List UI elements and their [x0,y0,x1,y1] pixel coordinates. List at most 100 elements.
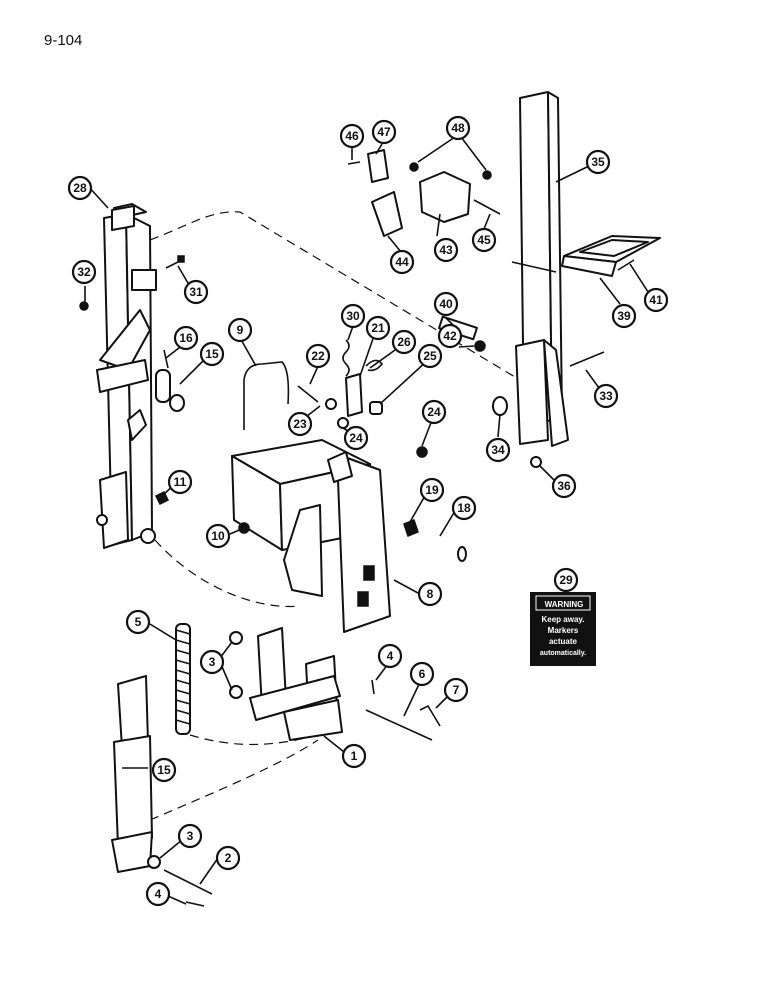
part-44-sleeve [371,191,403,237]
part-32-nut [79,301,89,311]
part-46-screw [347,161,361,165]
svg-text:1: 1 [351,749,358,763]
part-31-bolt [165,255,185,269]
svg-text:26: 26 [397,335,411,349]
svg-text:33: 33 [599,389,613,403]
callout-25: 25 [417,343,443,369]
part-19-collar [403,519,419,537]
svg-text:40: 40 [439,297,453,311]
part-39-handle [561,235,661,277]
svg-text:15: 15 [205,347,219,361]
part-18-pin [419,532,467,562]
svg-text:24: 24 [349,431,363,445]
part-8-bracket [231,439,391,633]
callouts: 28 32 31 16 15 9 22 23 30 21 26 25 24 26… [67,115,669,907]
svg-text:48: 48 [451,121,465,135]
svg-text:24: 24 [427,405,441,419]
part-48-nut-a [409,162,419,172]
part-3-washer-upper-a [229,631,243,645]
part-3-washer-lower [147,855,161,869]
warning-decal-line-1: Keep away. [542,615,585,624]
part-25-spacer [369,401,383,415]
part-43-bracket [419,171,471,223]
callout-19: 19 [419,477,445,503]
callout-42: 42 [437,323,463,349]
callout-5: 5 [125,609,151,635]
svg-text:7: 7 [453,683,460,697]
part-34-bushing [492,396,508,416]
svg-text:11: 11 [174,475,187,489]
callout-2: 2 [215,845,241,871]
callout-44: 44 [389,249,415,275]
part-2-pin [163,869,213,895]
callout-17: 16 [173,325,199,351]
svg-text:36: 36 [557,479,571,493]
part-1-clevis [249,627,343,741]
callout-35: 35 [585,149,611,175]
callout-16: 15 [199,341,225,367]
svg-text:4: 4 [387,649,394,663]
callout-30: 30 [340,303,366,329]
svg-text:22: 22 [311,349,325,363]
callout-9: 9 [227,317,253,343]
part-30-chain [342,339,350,377]
callout-29: 29 [553,567,579,593]
svg-text:21: 21 [371,321,385,335]
part-28-post [96,203,157,549]
callout-39: 39 [611,303,637,329]
part-16-pin [155,369,185,412]
warning-decal-line-2: Markers [548,626,579,635]
callout-26: 26 [391,329,417,355]
part-3-washer-upper-b [229,685,243,699]
callout-33: 33 [593,383,619,409]
part-26-clip [365,359,384,372]
svg-text:5: 5 [135,615,142,629]
warning-decal-line-4: automatically. [540,650,586,657]
svg-text:16: 16 [179,331,193,345]
callout-21: 22 [305,343,331,369]
svg-text:25: 25 [423,349,437,363]
svg-text:4: 4 [155,887,162,901]
part-6-pin [365,709,433,741]
svg-text:18: 18 [457,501,471,515]
callout-1: 1 [341,743,367,769]
svg-text:43: 43 [439,243,453,257]
callout-6: 6 [409,661,435,687]
svg-text:46: 46 [345,129,359,143]
callout-10: 10 [205,523,231,549]
callout-32: 32 [71,259,97,285]
svg-text:3: 3 [209,655,216,669]
part-33-bolt [569,351,605,367]
callout-34: 34 [485,437,511,463]
callout-31: 31 [183,279,209,305]
part-9-u-bolt [243,361,290,430]
svg-text:31: 31 [189,285,203,299]
part-4-pin-upper [371,679,375,695]
callout-41: 41 [643,287,669,313]
part-35-post [511,91,569,447]
svg-text:30: 30 [346,309,360,323]
assembly-lines [149,211,521,821]
svg-text:32: 32 [77,265,91,279]
svg-text:23: 23 [293,417,307,431]
callout-48: 48 [445,115,471,141]
part-48-nut-b [482,170,492,180]
callout-20: 21 [365,315,391,341]
part-5-spring [175,623,191,735]
svg-text:34: 34 [491,443,505,457]
callout-23: 24 [343,425,369,451]
part-21-bolt [297,385,319,403]
callout-28: 28 [67,175,93,201]
warning-decal-line-3: actuate [549,637,578,646]
part-47-plate [367,149,389,183]
part-41-bolt [617,259,635,271]
svg-text:35: 35 [591,155,605,169]
part-11-nut [154,490,170,506]
callout-46: 46 [339,123,365,149]
svg-text:39: 39 [617,309,631,323]
callout-4-upper: 4 [377,643,403,669]
callout-45: 45 [471,227,497,253]
warning-decal-header: WARNING [545,600,584,609]
svg-text:29: 29 [559,573,573,587]
